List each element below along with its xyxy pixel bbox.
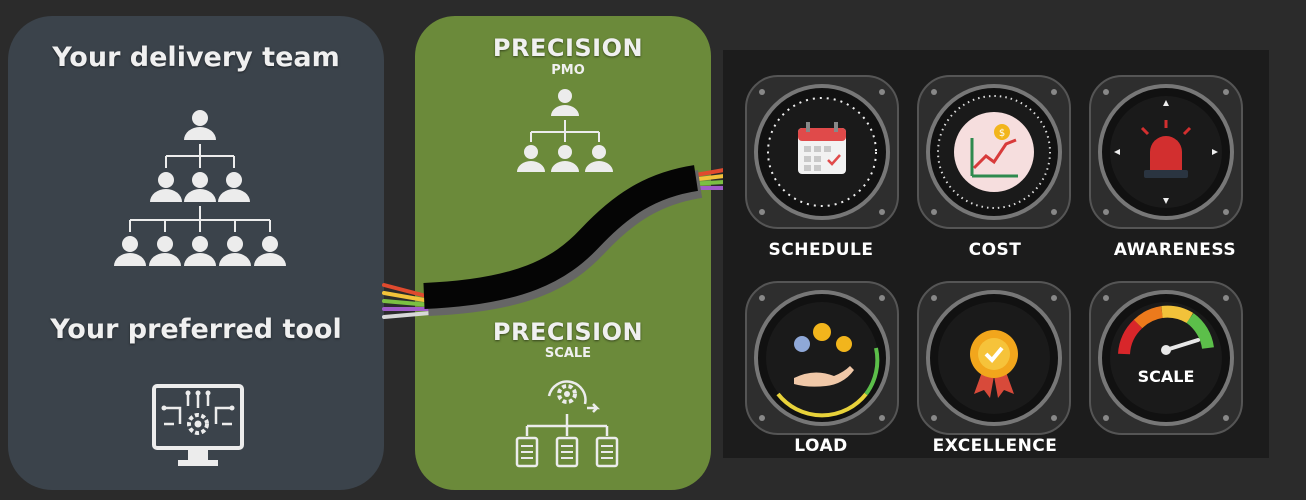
gauge-label-load: LOAD: [794, 436, 848, 456]
gauge-schedule: [745, 75, 899, 229]
gauge-scale: SCALE: [1089, 281, 1243, 435]
delivery-team-panel: Your delivery team Your preferred tool: [8, 16, 384, 490]
gauge-excellence: [917, 281, 1071, 435]
gauge-label-schedule: SCHEDULE: [768, 240, 874, 260]
cost-chart-icon: $: [954, 112, 1034, 192]
gauge-label-cost: COST: [968, 240, 1022, 260]
precision-pmo-subtitle: PMO: [551, 63, 585, 78]
gauge-label-excellence: EXCELLENCE: [932, 436, 1058, 456]
pmo-org-icon: [517, 89, 613, 172]
gauge-awareness: [1089, 75, 1243, 229]
calendar-icon: [798, 122, 846, 174]
scale-gauge-label: SCALE: [1138, 367, 1195, 386]
alarm-light-icon: [1140, 120, 1192, 178]
hand-resources-icon: [794, 323, 854, 387]
speedometer-icon: [1118, 305, 1214, 355]
org-chart-icon: [114, 110, 286, 266]
gauge-cost: $: [917, 75, 1071, 229]
scale-process-icon: [515, 380, 619, 468]
delivery-team-heading: Your delivery team: [52, 42, 340, 73]
gauge-label-awareness: AWARENESS: [1113, 240, 1237, 260]
award-badge-icon: [970, 330, 1018, 398]
precision-pmo-title: PRECISION: [492, 34, 644, 62]
preferred-tool-heading: Your preferred tool: [50, 314, 342, 345]
precision-scale-title: PRECISION: [492, 318, 644, 346]
svg-text:$: $: [999, 128, 1005, 139]
monitor-tool-icon: [152, 384, 244, 466]
precision-scale-subtitle: SCALE: [544, 346, 592, 361]
gauge-load: [745, 281, 899, 435]
